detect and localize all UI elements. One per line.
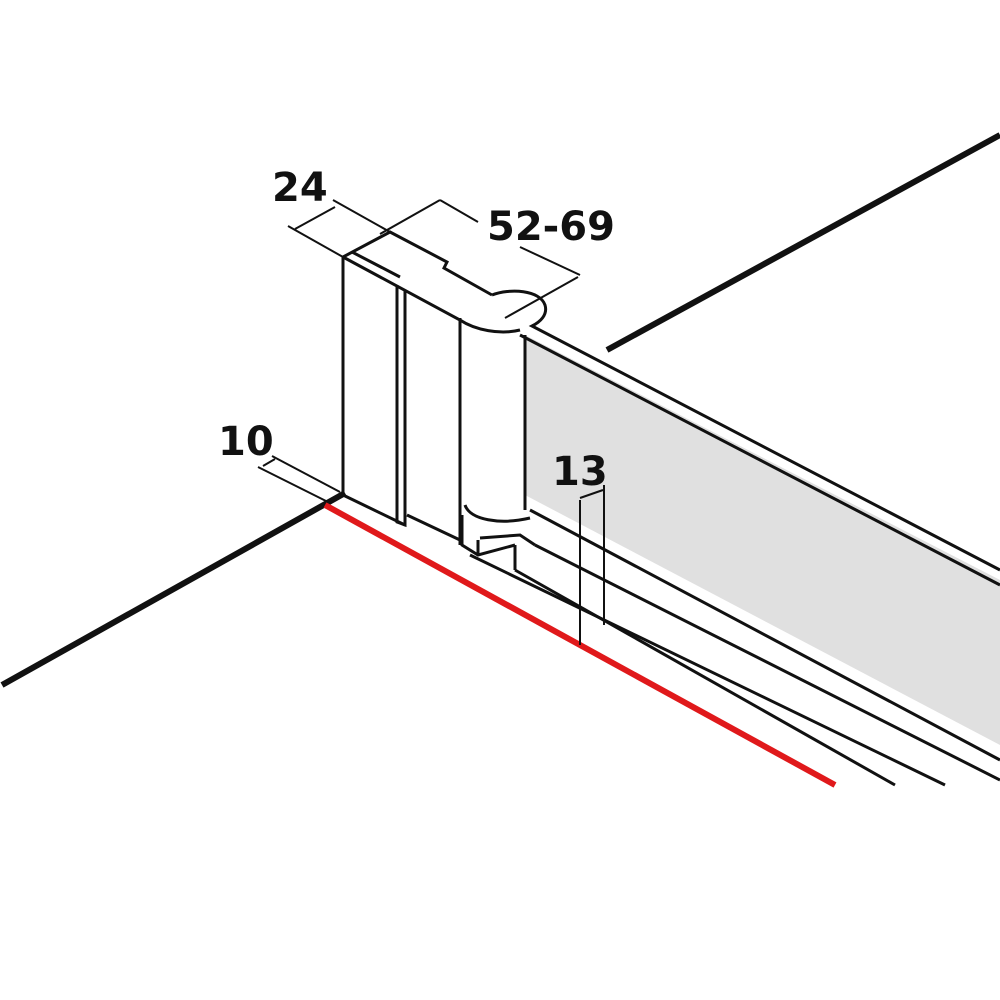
wall-line-left [0, 490, 347, 688]
wall-profile [341, 230, 1000, 787]
dimension-label-10: 10 [218, 419, 274, 465]
wall-line-right [605, 132, 1000, 353]
dimension-label-24: 24 [272, 165, 328, 211]
dimension-label-13: 13 [552, 449, 608, 495]
dimension-lines [257, 199, 605, 645]
glass-panel [525, 335, 1000, 745]
dimension-label-52-69: 52-69 [487, 204, 615, 250]
